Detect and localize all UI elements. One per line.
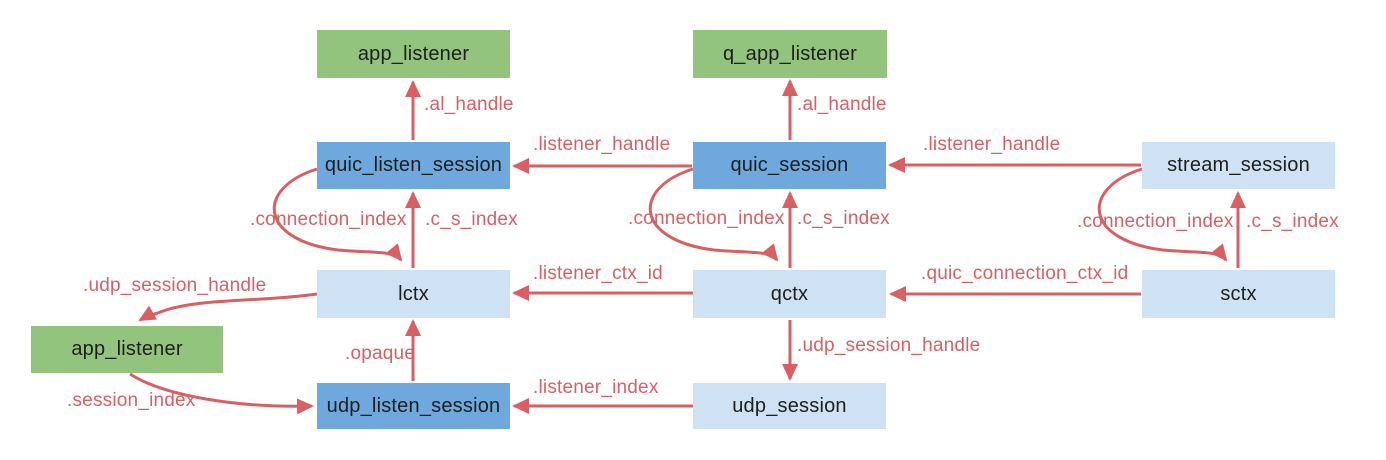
- node-label: qctx: [770, 282, 809, 305]
- edge-label-c-s-index-1: .c_s_index: [425, 209, 518, 230]
- arrow-quic_listen_session-to-lctx-curve: [272, 167, 403, 262]
- edge-label-listener-handle-1: .listener_handle: [533, 134, 671, 155]
- arrow-quic_session-to-qctx-curve: [648, 167, 779, 262]
- edge-label-listener-ctx-id: .listener_ctx_id: [533, 263, 663, 284]
- node-udp-session: udp_session: [693, 383, 886, 429]
- edge-label-listener-index: .listener_index: [533, 377, 659, 398]
- node-label: q_app_listener: [722, 42, 857, 65]
- edge-label-udp-session-handle-2: .udp_session_handle: [797, 335, 981, 356]
- node-label: app_listener: [71, 338, 183, 360]
- node-label: quic_listen_session: [324, 154, 503, 176]
- node-label: sctx: [1220, 282, 1257, 305]
- node-udp-listen-session: udp_listen_session: [317, 383, 510, 429]
- edge-label-connection-index-1: .connection_index: [250, 209, 407, 230]
- arrow-stream_session-to-sctx-curve: [1097, 167, 1228, 262]
- node-app-listener-bottom: app_listener: [31, 326, 223, 373]
- node-label: stream_session: [1167, 154, 1310, 176]
- node-label: quic_session: [730, 154, 849, 176]
- arrow-lctx-to-app_listener-curve: [138, 292, 318, 322]
- node-lctx: lctx: [317, 270, 510, 318]
- node-quic-listen-session: quic_listen_session: [317, 142, 510, 189]
- node-label: app_listener: [357, 42, 470, 65]
- edge-label-c-s-index-2: .c_s_index: [797, 208, 890, 229]
- node-label: udp_listen_session: [326, 394, 501, 417]
- edge-label-connection-index-2: .connection_index: [628, 208, 785, 229]
- edge-label-opaque: .opaque: [345, 343, 416, 364]
- node-sctx: sctx: [1142, 270, 1335, 318]
- edge-label-listener-handle-2: .listener_handle: [923, 134, 1061, 155]
- node-qctx: qctx: [693, 270, 886, 318]
- node-label: udp_session: [732, 394, 847, 417]
- arrow-app_listener-to-udp_listen_session-curve: [129, 372, 314, 415]
- node-app-listener-top: app_listener: [317, 30, 510, 78]
- edge-label-c-s-index-3: .c_s_index: [1246, 211, 1339, 232]
- node-stream-session: stream_session: [1142, 142, 1335, 189]
- edge-label-al-handle-2: .al_handle: [797, 94, 887, 115]
- edge-label-quic-connection-ctx-id: .quic_connection_ctx_id: [921, 263, 1129, 284]
- edge-label-al-handle-1: .al_handle: [424, 94, 514, 115]
- edge-label-connection-index-3: .connection_index: [1077, 211, 1234, 232]
- node-label: lctx: [398, 282, 429, 305]
- edge-label-udp-session-handle-1: .udp_session_handle: [83, 275, 267, 296]
- edge-label-session-index: .session_index: [67, 390, 196, 411]
- node-quic-session: quic_session: [693, 142, 886, 189]
- node-q-app-listener: q_app_listener: [693, 30, 887, 78]
